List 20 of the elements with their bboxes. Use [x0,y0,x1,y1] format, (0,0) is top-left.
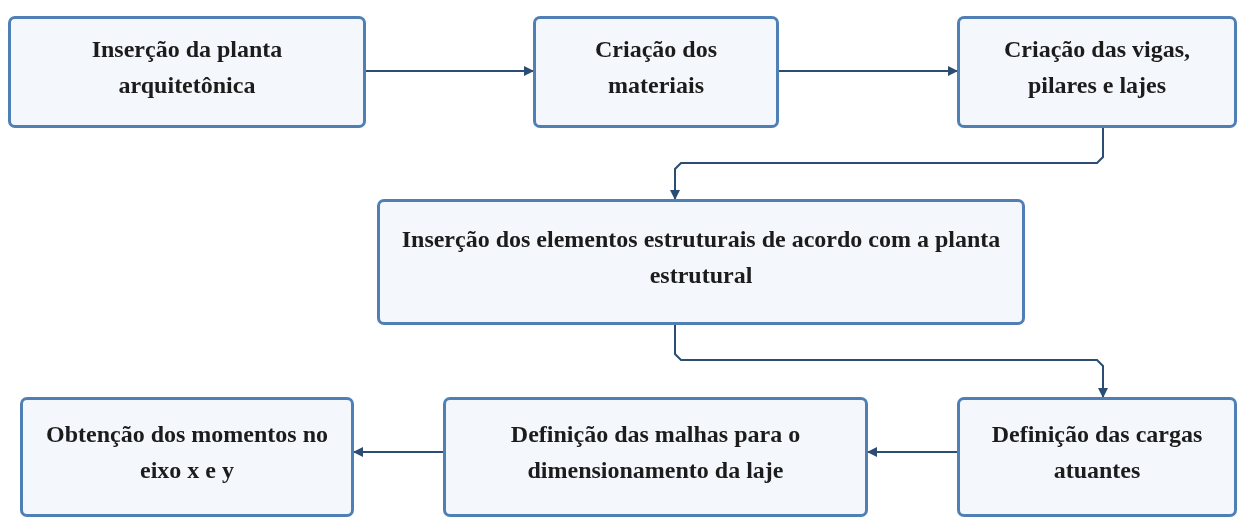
process-box [8,16,366,128]
box-label: Criação dos materiais [594,35,718,100]
box-label: Criação das vigas, pilares e lajes [1003,35,1191,100]
process-box [957,397,1237,517]
process-box [377,199,1025,325]
arrow [778,66,958,76]
arrow [670,127,1104,200]
process-box [443,397,868,517]
box-label: Inserção dos elementos estruturais de acordo com a planta estrutural [400,225,1002,290]
arrow [365,66,534,76]
box-label: Inserção da planta arquitetônica [90,35,284,100]
box-label: Obtenção dos momentos no eixo x e y [45,420,329,485]
arrow [867,447,958,457]
box-label: Definição das malhas para o dimensionamento da laje [509,420,802,485]
process-box [957,16,1237,128]
box-label: Definição das cargas atuantes [990,420,1204,485]
process-box [533,16,779,128]
process-box [20,397,354,517]
arrow [674,324,1108,398]
arrow [353,447,444,457]
